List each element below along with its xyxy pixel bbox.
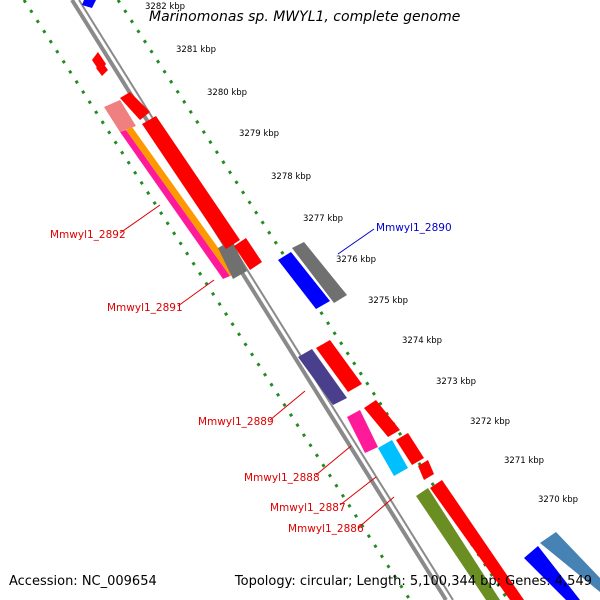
gene-label-mmwyl1-2891[interactable]: Mmwyl1_2891 bbox=[107, 302, 183, 314]
tick-label-3277: 3277 kbp bbox=[303, 214, 343, 224]
tick-label-3273: 3273 kbp bbox=[436, 377, 476, 387]
gene-mmwyl1-2889 bbox=[298, 349, 347, 405]
leader-mmwyl1-2892 bbox=[119, 204, 161, 234]
tick-label-3270: 3270 kbp bbox=[538, 495, 578, 505]
gene-label-mmwyl1-2889[interactable]: Mmwyl1_2889 bbox=[198, 416, 274, 428]
gene-red-6 bbox=[396, 433, 424, 465]
tick-label-3281: 3281 kbp bbox=[176, 45, 216, 55]
leader-mmwyl1-2886 bbox=[357, 496, 395, 529]
gene-label-mmwyl1-2888[interactable]: Mmwyl1_2888 bbox=[244, 472, 320, 484]
gene-mmwyl1-2887 bbox=[378, 440, 408, 476]
gene-label-mmwyl1-2892[interactable]: Mmwyl1_2892 bbox=[50, 229, 126, 241]
tick-label-3278: 3278 kbp bbox=[271, 172, 311, 182]
tick-label-3282: 3282 kbp bbox=[145, 2, 185, 12]
gene-red-1 bbox=[120, 92, 150, 120]
gene-blue-bottom bbox=[524, 546, 580, 600]
tick-label-3274: 3274 kbp bbox=[402, 336, 442, 346]
tick-label-3279: 3279 kbp bbox=[239, 129, 279, 139]
tick-label-3275: 3275 kbp bbox=[368, 296, 408, 306]
gene-mmwyl1-2890-blue bbox=[278, 252, 330, 309]
topology-label: Topology: circular; Length: 5,100,344 bp… bbox=[234, 574, 592, 589]
gene-label-mmwyl1-2890[interactable]: Mmwyl1_2890 bbox=[376, 222, 452, 234]
gene-red-7 bbox=[418, 460, 434, 480]
leader-mmwyl1-2889 bbox=[269, 390, 306, 421]
gene-label-mmwyl1-2886[interactable]: Mmwyl1_2886 bbox=[288, 523, 364, 535]
gene-blue-top bbox=[82, 0, 96, 8]
gene-mmwyl1-2886 bbox=[416, 488, 500, 600]
leader-mmwyl1-2891 bbox=[177, 279, 215, 307]
gene-red-4 bbox=[316, 340, 362, 392]
tick-label-3272: 3272 kbp bbox=[470, 417, 510, 427]
gene-red-5 bbox=[364, 400, 400, 437]
leader-mmwyl1-2887 bbox=[339, 476, 377, 506]
gene-mmwyl1-2890-grey bbox=[292, 242, 347, 303]
gene-red-top-2 bbox=[96, 62, 108, 76]
tick-label-3271: 3271 kbp bbox=[504, 456, 544, 466]
gene-salmon bbox=[104, 100, 136, 132]
gene-mmwyl1-2892-orange bbox=[126, 127, 236, 276]
gene-steel-bottom bbox=[540, 532, 600, 592]
map-title: Marinomonas sp. MWYL1, complete genome bbox=[149, 9, 461, 25]
gene-mmwyl1-2891 bbox=[218, 240, 247, 279]
tick-label-3280: 3280 kbp bbox=[207, 88, 247, 98]
gene-red-2 bbox=[142, 116, 240, 249]
gene-red-3 bbox=[234, 238, 262, 270]
gene-red-8 bbox=[430, 480, 524, 600]
accession-label: Accession: NC_009654 bbox=[9, 574, 157, 589]
gene-mmwyl1-2888 bbox=[347, 410, 378, 453]
leader-mmwyl1-2890 bbox=[337, 228, 375, 255]
leader-mmwyl1-2888 bbox=[315, 445, 352, 476]
gene-mmwyl1-2892-pink bbox=[120, 130, 230, 279]
tick-label-3276: 3276 kbp bbox=[336, 255, 376, 265]
gene-label-mmwyl1-2887[interactable]: Mmwyl1_2887 bbox=[270, 502, 346, 514]
